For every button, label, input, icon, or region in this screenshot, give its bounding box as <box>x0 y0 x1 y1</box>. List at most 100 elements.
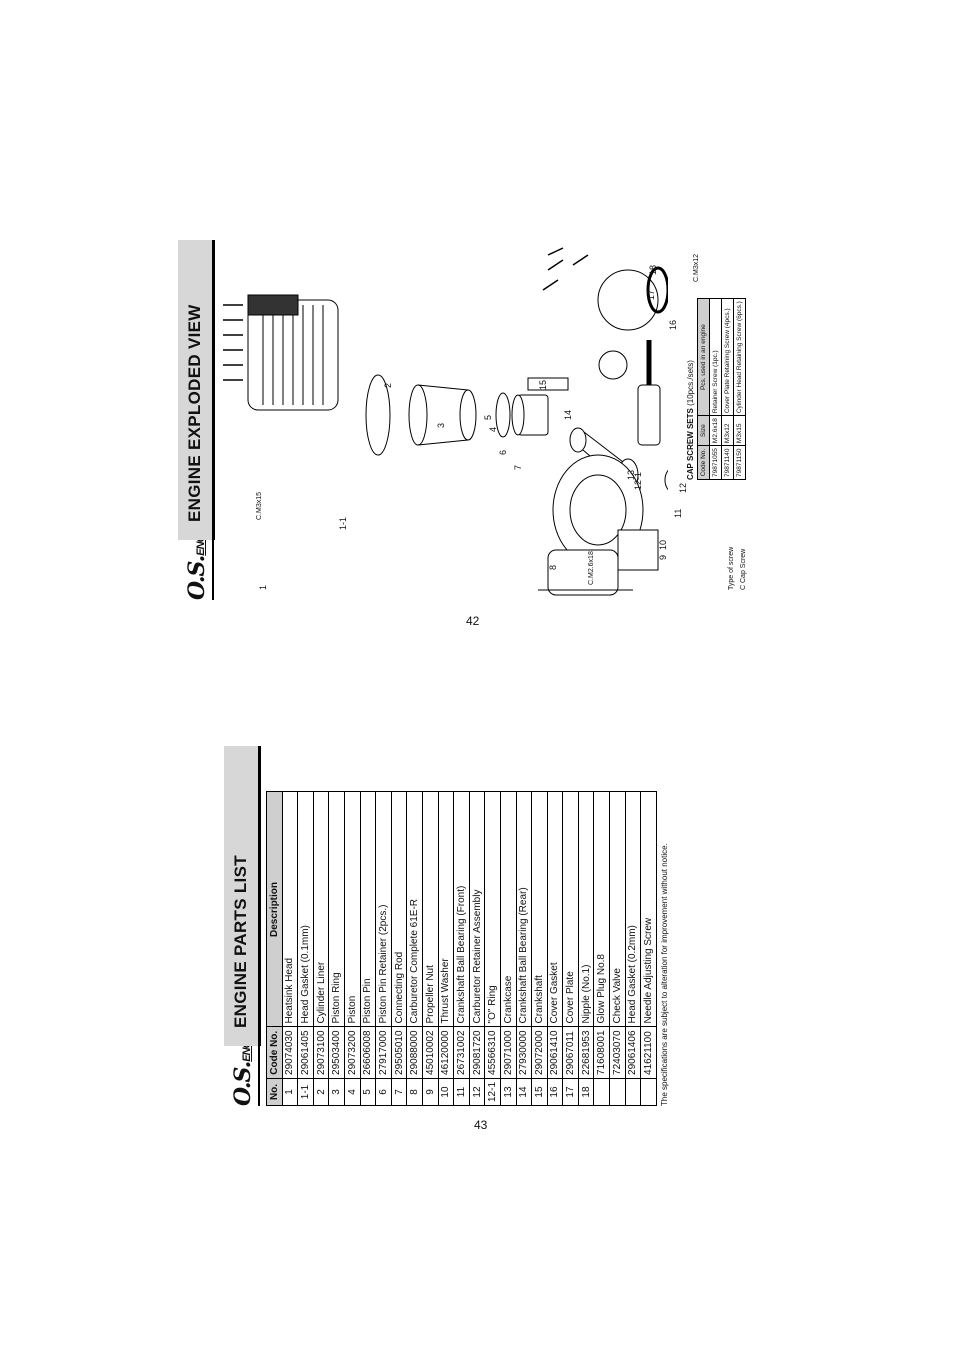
callout-15: 15 <box>538 379 548 390</box>
screw-label-m3x12: C.M3x12 <box>693 253 700 282</box>
part-description: Piston Pin Retainer (2pcs.) <box>375 791 392 1027</box>
page-title: ENGINE EXPLODED VIEW <box>185 304 204 522</box>
part-number: 9 <box>422 1078 439 1106</box>
part-description: "O" Ring <box>484 791 501 1027</box>
part-number: 8 <box>406 1078 423 1106</box>
part-description: Crankshaft Ball Bearing (Rear) <box>516 791 532 1027</box>
header-description: Description <box>266 791 283 1027</box>
heatsink-head-drawing <box>247 294 339 411</box>
part-code: 29067011 <box>562 1026 579 1079</box>
part-code: 22681953 <box>578 1026 594 1079</box>
part-code: 29072000 <box>531 1026 548 1079</box>
cap-size: M2.6x18 <box>709 415 722 446</box>
cylinder-liner-drawing <box>408 384 477 446</box>
header-rule <box>212 240 214 600</box>
part-description: Piston Ring <box>328 791 345 1027</box>
piston-drawing <box>511 394 549 436</box>
cap-size: M3x15 <box>733 415 746 446</box>
callout-9: 9 <box>658 554 668 560</box>
part-description: Glow Plug No.8 <box>593 791 610 1027</box>
part-number: 7 <box>391 1078 407 1106</box>
cap-sets-subtitle: (10pcs./sets) <box>686 360 695 406</box>
callout-17: 17 <box>646 289 656 300</box>
part-code: 29503400 <box>328 1026 345 1079</box>
callout-4: 4 <box>488 426 498 432</box>
screw-label-m3x15: C.M3x15 <box>256 491 263 520</box>
part-code: 27917000 <box>375 1026 392 1079</box>
crankcase-drawing <box>552 454 659 571</box>
part-code: 29071000 <box>500 1026 516 1079</box>
callout-14: 14 <box>563 409 573 420</box>
callout-3: 3 <box>436 422 446 428</box>
callout-2: 2 <box>383 382 393 388</box>
part-code: 71608001 <box>593 1026 610 1079</box>
cap-code: 79871150 <box>733 445 746 480</box>
screw-type-label: Type of screw <box>728 546 735 590</box>
part-number: 4 <box>344 1078 361 1106</box>
part-number <box>640 1078 657 1106</box>
cover-screws-drawing <box>542 247 589 291</box>
part-code: 29061410 <box>547 1026 563 1079</box>
part-description: Connecting Rod <box>391 791 407 1027</box>
part-description: Check Valve <box>609 791 626 1027</box>
callout-16: 16 <box>668 319 678 330</box>
part-code: 45566310 <box>484 1026 501 1079</box>
part-description: Propeller Nut <box>422 791 439 1027</box>
part-description: Crankshaft Ball Bearing (Front) <box>453 791 470 1027</box>
page-42-header: O.S.ENGINE ENGINE EXPLODED VIEW <box>178 240 215 600</box>
part-code: 45010002 <box>422 1026 439 1079</box>
callout-8: 8 <box>548 564 558 570</box>
piston-pin-drawing <box>527 377 569 391</box>
cover-gasket-drawing <box>646 266 668 314</box>
part-number: 13 <box>500 1078 516 1106</box>
cap-screw-legend: C Cap Screw <box>740 548 747 590</box>
logo-main: O.S. <box>230 1061 256 1106</box>
part-number: 3 <box>328 1078 345 1106</box>
carburetor-drawing <box>538 549 633 596</box>
part-code: 41621100 <box>640 1026 657 1079</box>
callout-18: 18 <box>648 264 658 275</box>
logo-main: O.S. <box>184 555 210 600</box>
title-tab: ENGINE PARTS LIST <box>224 746 261 1046</box>
cap-header-pcs: Pcs. used in an engine <box>697 298 710 416</box>
part-description: Carburetor Retainer Assembly <box>469 791 485 1027</box>
part-number: 16 <box>547 1078 563 1106</box>
callout-1: 1 <box>258 584 268 590</box>
part-description: Head Gasket (0.2mm) <box>625 791 641 1027</box>
part-code: 29061405 <box>297 1026 314 1079</box>
part-description: Thrust Washer <box>438 791 454 1027</box>
parts-table-header: No. Code No. Description <box>266 791 283 1106</box>
cover-plate-drawing <box>597 269 659 331</box>
cap-screw-sets: CAP SCREW SETS (10pcs./sets) Code No. Si… <box>686 298 746 480</box>
part-code: 29073100 <box>313 1026 329 1079</box>
cap-code: 79871140 <box>721 445 734 480</box>
part-number: 17 <box>562 1078 579 1106</box>
cap-sets-title-text: CAP SCREW SETS <box>686 408 695 480</box>
part-number <box>609 1078 626 1106</box>
part-description: Carburetor Complete 61E-R <box>406 791 423 1027</box>
cap-pcs: Cover Plate Retaining Screw (4pcs.) <box>721 298 734 416</box>
callout-12: 12 <box>678 482 688 493</box>
callout-5: 5 <box>483 414 493 420</box>
page-43-header: O.S.ENGINE ENGINE PARTS LIST <box>224 746 261 1106</box>
part-number: 12 <box>469 1078 485 1106</box>
part-number: 14 <box>516 1078 532 1106</box>
part-description: Cover Plate <box>562 791 579 1027</box>
part-number: 6 <box>375 1078 392 1106</box>
header-code: Code No. <box>266 1026 283 1079</box>
cap-size: M3x12 <box>721 415 734 446</box>
part-code: 26731002 <box>453 1026 470 1079</box>
part-code: 26606008 <box>360 1026 376 1079</box>
